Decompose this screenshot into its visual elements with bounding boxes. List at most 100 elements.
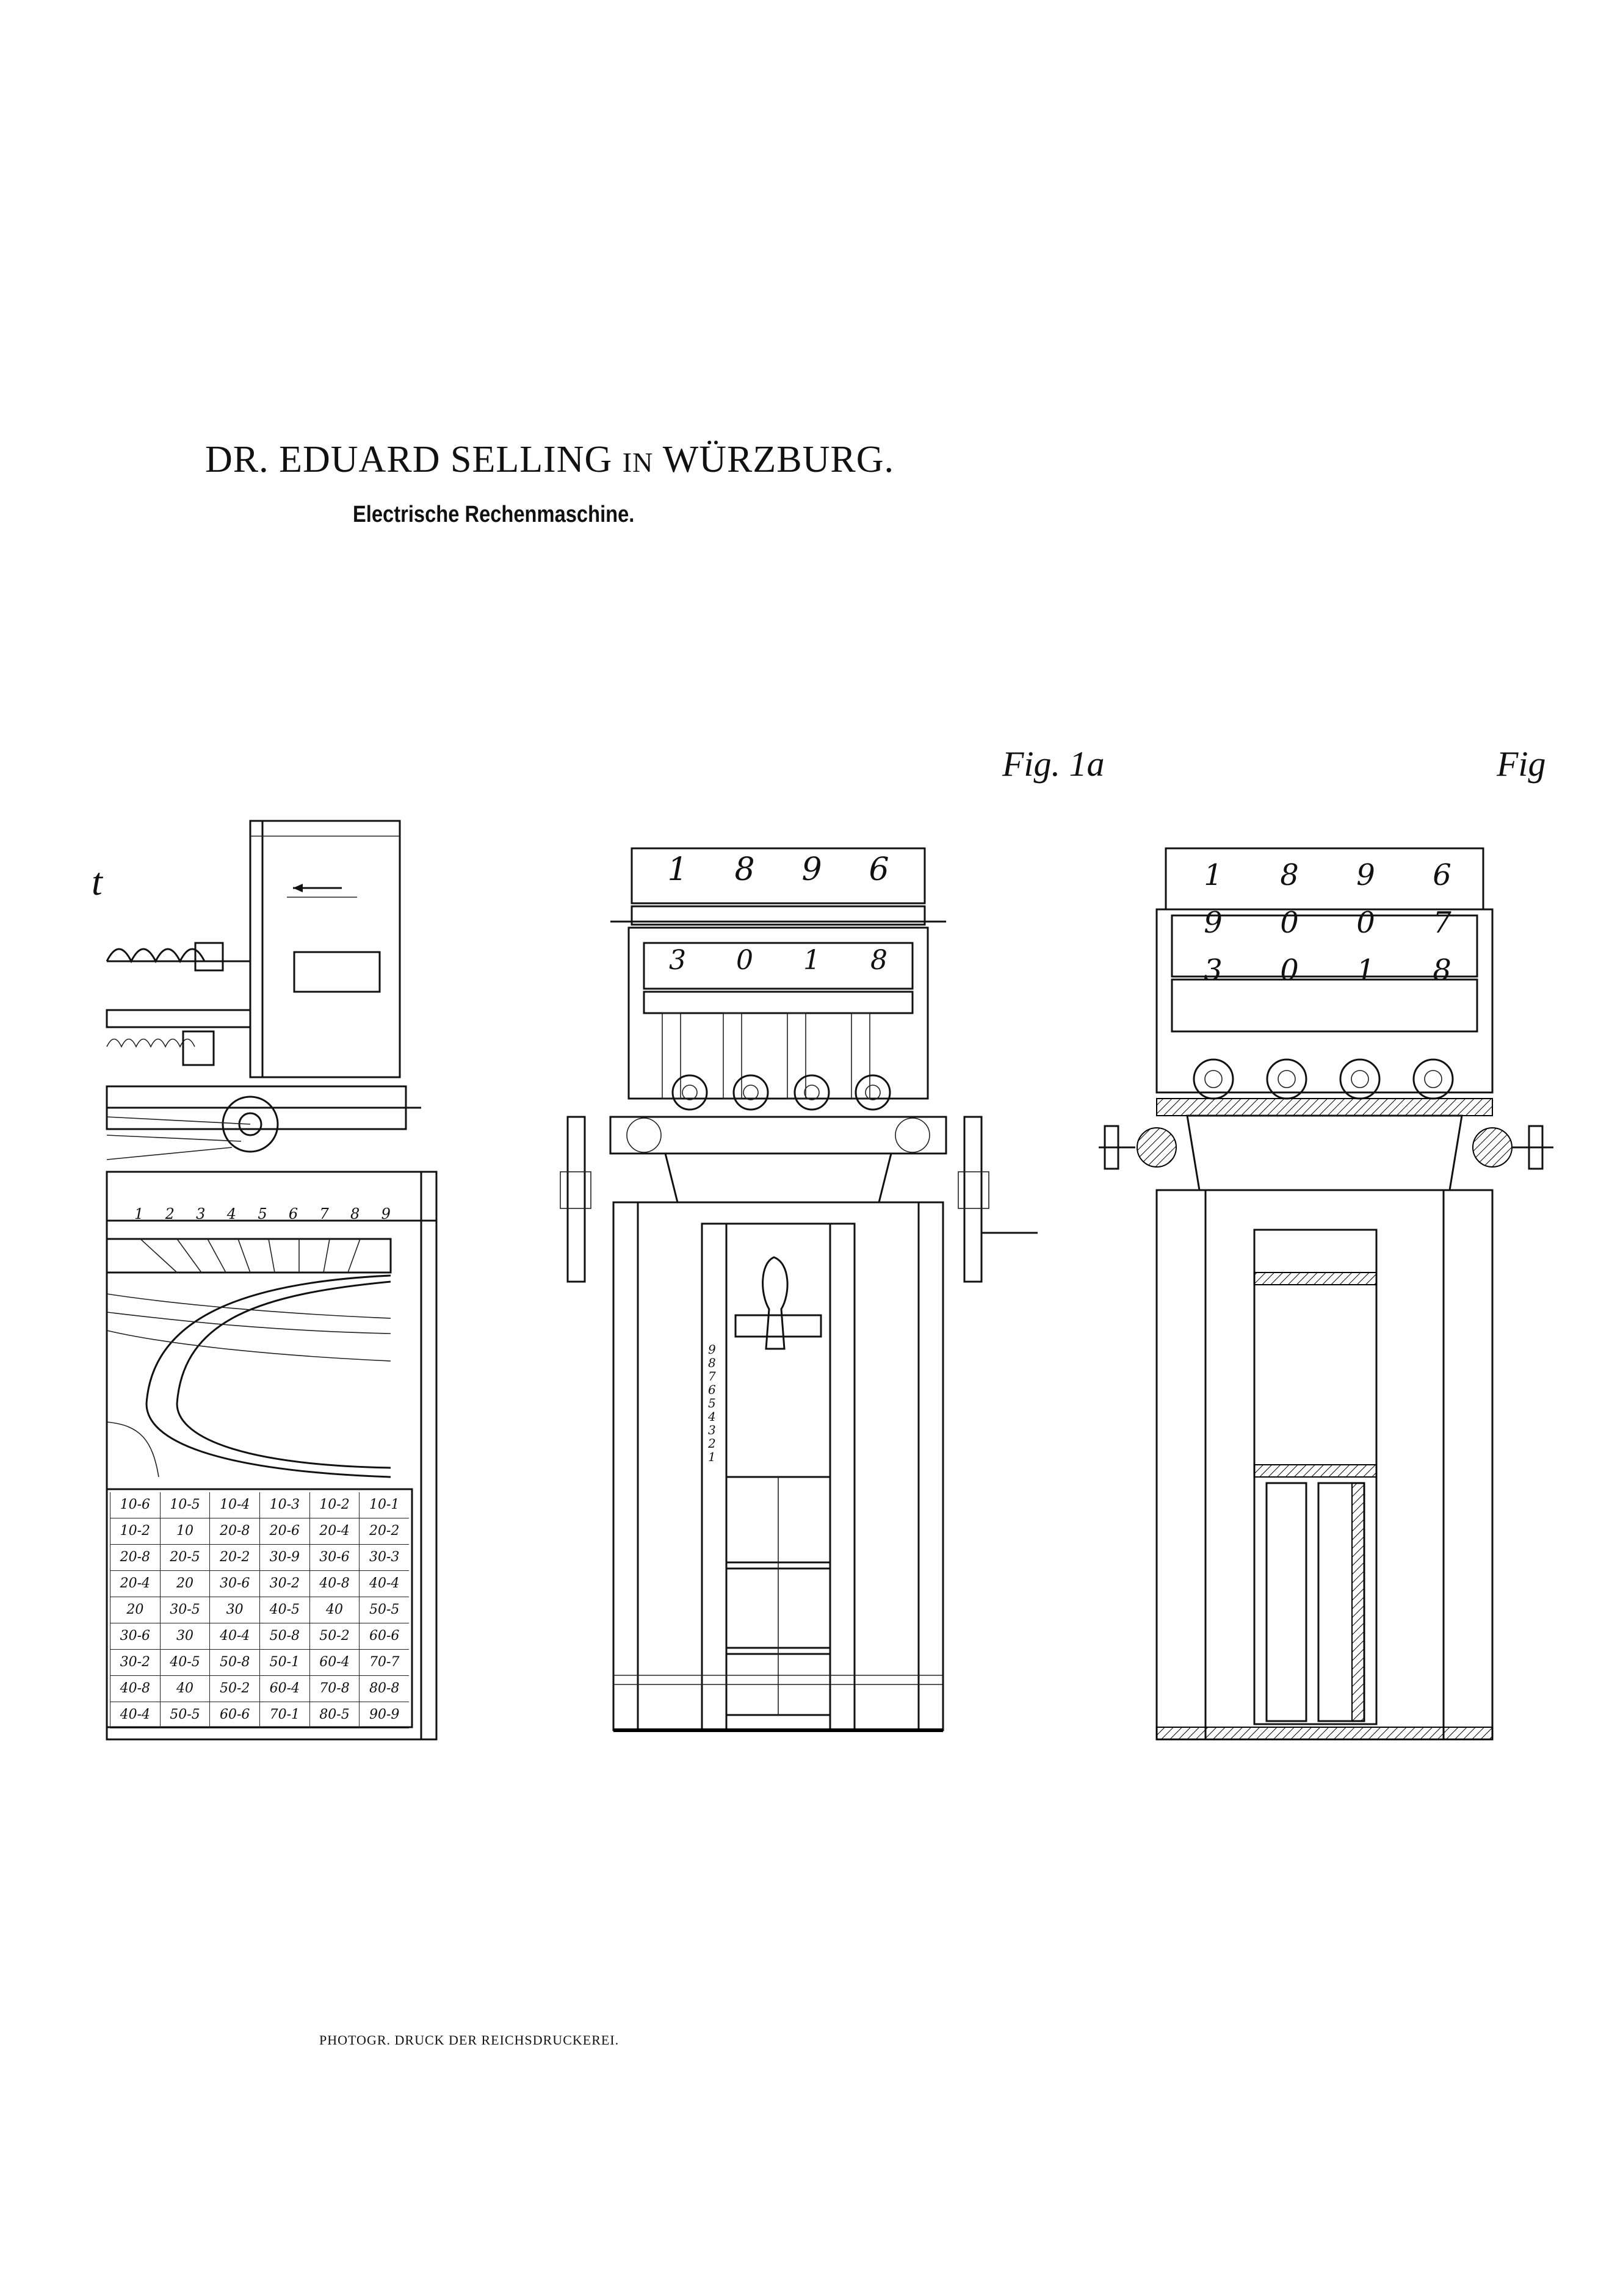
middle-second-digit: 3	[669, 945, 686, 976]
step-table-cell: 20-2	[209, 1545, 259, 1570]
step-table-cell: 40-4	[359, 1571, 409, 1597]
step-table-cell: 20-4	[110, 1571, 160, 1597]
left-scale-numbers: 1 2 3 4 5 6 7 8 9	[134, 1205, 391, 1222]
right-digit: 9	[1204, 906, 1223, 940]
step-table-cell: 10-5	[159, 1492, 210, 1518]
step-table-cell: 30	[209, 1597, 259, 1623]
scale-number: 8	[350, 1205, 360, 1222]
step-table-cell: 20-2	[359, 1518, 409, 1544]
right-digit: 8	[1280, 858, 1299, 892]
fig-left-label: t	[92, 860, 103, 903]
right-register: 1 8 9 6 9 0 0 7 3 0 1 8	[1175, 851, 1480, 994]
right-digit: 6	[1433, 858, 1451, 892]
patent-title: DR. EDUARD SELLING IN WÜRZBURG.	[205, 438, 894, 482]
left-figure	[106, 820, 438, 1741]
right-figure	[1099, 847, 1553, 1741]
title-city: WÜRZBURG.	[662, 439, 894, 480]
step-table-cell: 50-1	[259, 1650, 309, 1675]
step-table-cell: 20-8	[110, 1545, 160, 1570]
step-table-cell: 50-2	[209, 1676, 259, 1702]
scale-number: 5	[708, 1396, 716, 1410]
middle-top-digit: 8	[734, 851, 755, 888]
step-table-cell: 60-4	[259, 1676, 309, 1702]
right-digit: 9	[1356, 858, 1375, 892]
middle-second-digit: 8	[870, 945, 887, 976]
step-table-cell: 10-2	[110, 1518, 160, 1544]
right-digit: 3	[1204, 953, 1223, 987]
step-table-cell: 30-9	[259, 1545, 309, 1570]
middle-register-top: 1 8 9 6	[644, 851, 913, 888]
scale-number: 6	[288, 1205, 298, 1222]
right-digit: 0	[1356, 906, 1375, 940]
step-table-cell: 50-5	[159, 1702, 210, 1728]
step-table-cell: 10	[159, 1518, 210, 1544]
step-table-cell: 30-6	[309, 1545, 360, 1570]
step-table-cell: 70-8	[309, 1676, 360, 1702]
scale-number: 3	[196, 1205, 206, 1222]
step-table-cell: 10-4	[209, 1492, 259, 1518]
middle-top-digit: 1	[667, 851, 688, 888]
right-register-row: 3 0 1 8	[1175, 947, 1480, 994]
step-table-cell: 60-6	[359, 1623, 409, 1649]
step-table-cell: 70-7	[359, 1650, 409, 1675]
right-digit: 8	[1433, 953, 1451, 987]
step-table-cell: 50-8	[209, 1650, 259, 1675]
step-table-cell: 90-9	[359, 1702, 409, 1728]
step-table-cell: 30-2	[110, 1650, 160, 1675]
step-table-cell: 40-4	[110, 1702, 160, 1728]
step-table-cell: 60-6	[209, 1702, 259, 1728]
step-table-cell: 40-5	[259, 1597, 309, 1623]
step-table-cell: 50-2	[309, 1623, 360, 1649]
step-table-cell: 20	[159, 1571, 210, 1597]
title-name: EDUARD SELLING	[279, 439, 613, 480]
printer-credit: PHOTOGR. DRUCK DER REICHSDRUCKEREI.	[319, 2032, 620, 2048]
middle-second-digit: 0	[736, 945, 753, 976]
scale-number: 9	[708, 1342, 716, 1357]
right-register-row: 9 0 0 7	[1175, 899, 1480, 947]
step-table-cell: 20-5	[159, 1545, 210, 1570]
step-table-cell: 40	[159, 1676, 210, 1702]
step-table-cell: 60-4	[309, 1650, 360, 1675]
scale-number: 2	[165, 1205, 175, 1222]
step-table-cell: 20	[110, 1597, 160, 1623]
step-table-cell: 70-1	[259, 1702, 309, 1728]
step-table-cell: 20-4	[309, 1518, 360, 1544]
step-table-cell: 40-8	[309, 1571, 360, 1597]
scale-number: 7	[319, 1205, 329, 1222]
right-digit: 0	[1280, 953, 1299, 987]
step-table-cell: 30-2	[259, 1571, 309, 1597]
scale-number: 4	[226, 1205, 237, 1222]
scale-number: 7	[708, 1369, 716, 1384]
step-table-cell: 10-1	[359, 1492, 409, 1518]
step-table-cell: 40-4	[209, 1623, 259, 1649]
scale-number: 2	[708, 1436, 716, 1451]
scale-number: 1	[134, 1205, 144, 1222]
title-prefix: DR.	[205, 439, 269, 480]
middle-register-second: 3 0 1 8	[644, 945, 913, 976]
fig-1a-label: Fig. 1a	[1002, 744, 1105, 784]
step-table-cell: 30	[159, 1623, 210, 1649]
step-table-cell: 30-6	[110, 1623, 160, 1649]
step-table-cell: 50-5	[359, 1597, 409, 1623]
step-table-cell: 80-8	[359, 1676, 409, 1702]
scale-number: 3	[708, 1423, 716, 1437]
step-table-cell: 40-8	[110, 1676, 160, 1702]
right-digit: 0	[1280, 906, 1299, 940]
middle-top-digit: 6	[869, 851, 889, 888]
right-register-row: 1 8 9 6	[1175, 851, 1480, 899]
scale-number: 5	[258, 1205, 267, 1222]
step-table-cell: 30-6	[209, 1571, 259, 1597]
scale-number: 8	[708, 1356, 716, 1370]
